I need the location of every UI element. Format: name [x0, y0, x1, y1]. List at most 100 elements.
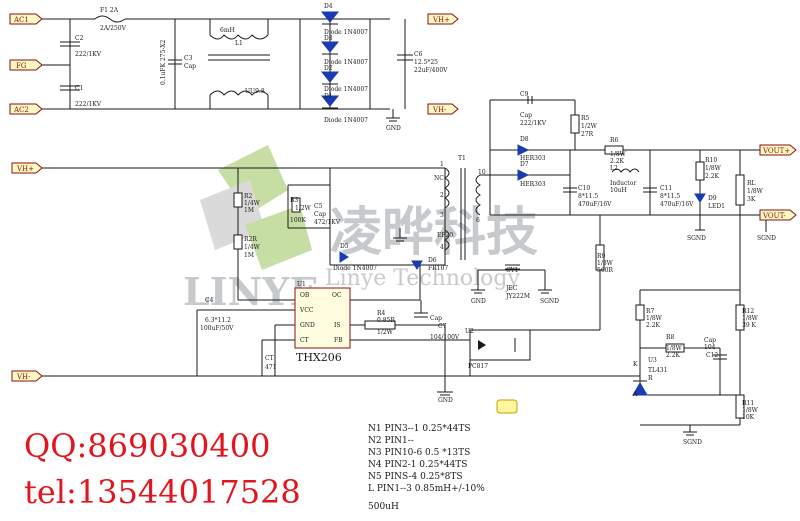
port-vh-plus-left: VH+ [11, 162, 43, 174]
label-r2-val1: 1/4W [244, 200, 261, 207]
label-u2-val: PC817 [468, 363, 488, 370]
winding-notes: N1 PIN3--1 0.25*44TS N2 PIN1-- N3 PIN10-… [368, 423, 485, 513]
label-t1-core: EF20 [437, 232, 453, 239]
label-r9-val1: 1/8W [597, 260, 614, 267]
label-c3: C3 [184, 55, 193, 62]
component-labels: F1 2A 2A/250V C2 222/1KV C1 222/1KV C3 C… [75, 3, 776, 446]
label-d1: D1 [324, 93, 333, 100]
bridge-rectifier [320, 11, 340, 109]
label-c11-val1: 8*11.5 [660, 193, 680, 200]
fuse-f1-symbol [94, 15, 126, 23]
label-d5-val: Diode 1N4007 [333, 265, 377, 272]
label-d7: D7 [520, 161, 529, 168]
input-wiring [40, 18, 413, 110]
label-u1-vcc: VCC [299, 307, 314, 314]
common-mode-choke-l1-symbol [208, 34, 270, 96]
label-pin6: 6 [476, 217, 480, 224]
optocoupler-u2-symbol [469, 329, 531, 361]
label-c1-val: 222/1KV [75, 101, 102, 108]
label-c6-val1: 12.5*25 [414, 59, 438, 66]
label-r4-val1: 0.85R [377, 317, 395, 324]
label-c3-val: Cap [184, 63, 196, 70]
label-r8-val1: 1/8W [666, 345, 683, 352]
svg-text:VH-: VH- [432, 106, 447, 114]
label-u1-ob: OB [300, 292, 310, 299]
label-r2: R2 [244, 193, 253, 200]
label-pin-k: K [633, 361, 638, 368]
label-r10: R10 [705, 157, 717, 164]
label-c2: C2 [75, 35, 84, 42]
winding-note: L PIN1--3 0.85mH+/-10% [368, 484, 485, 494]
label-r4-val2: 1/2W [377, 329, 394, 336]
label-gnd-bottom: GND [438, 397, 453, 404]
label-u1-is: IS [334, 322, 340, 329]
label-d8-val: HER303 [520, 155, 546, 162]
label-ct: CT [265, 355, 274, 362]
label-sgnd-1: SGND [687, 235, 706, 242]
winding-note: N3 PIN10-6 0.5 *13TS [368, 448, 471, 458]
label-c6: C6 [414, 51, 423, 58]
svg-text:VOUT+: VOUT+ [762, 147, 790, 155]
label-l2-val2: 10uH [610, 187, 627, 194]
label-d4-val: Diode 1N4007 [324, 29, 368, 36]
svg-text:VOUT-: VOUT- [762, 212, 786, 220]
label-r7-val1: 1/8W [646, 315, 663, 322]
svg-text:VH+: VH+ [432, 16, 450, 24]
label-gnd-sec: GND [471, 298, 486, 305]
label-d6-val: FR107 [428, 265, 448, 272]
label-pin10: 10 [478, 169, 486, 176]
label-r5: R5 [581, 115, 590, 122]
label-c7: C7 [438, 323, 447, 330]
port-ac1: AC1 [9, 13, 43, 25]
label-r12-val1: 1/8W [742, 315, 759, 322]
label-r2r: R2R [244, 236, 257, 243]
label-rl-val2: 3K [747, 196, 756, 203]
label-d3: D3 [324, 35, 333, 42]
label-u3: U3 [648, 357, 657, 364]
r4-c7-symbols [364, 300, 428, 330]
comment-icon [496, 399, 518, 414]
label-r2r-val2: 1M [244, 252, 254, 259]
label-u1-name: THX206 [296, 351, 342, 364]
svg-text:AC2: AC2 [13, 106, 29, 114]
label-c1: C1 [75, 85, 83, 92]
label-u1-oc: OC [332, 292, 342, 299]
label-r7: R7 [646, 308, 655, 315]
label-c9-val2: 222/1KV [520, 120, 547, 127]
label-r8-val2: 2.2K [666, 352, 681, 359]
port-vh-minus-left: VH- [11, 370, 43, 382]
label-r6: R6 [610, 137, 619, 144]
label-d8: D8 [520, 136, 529, 143]
label-r8: R8 [666, 334, 675, 341]
label-nc: NC [434, 175, 444, 182]
label-c9: C9 [520, 91, 529, 98]
winding-note: 500uH [368, 502, 399, 512]
label-d5: D5 [340, 243, 349, 250]
label-d9-val: LED1 [708, 203, 725, 210]
label-l1-core: UU9.8 [245, 88, 265, 95]
label-u1-gnd: GND [300, 322, 315, 329]
bulk-cap-ground [386, 109, 400, 122]
label-r9-val2: 560R [597, 267, 613, 274]
label-r11-val1: 1/8W [742, 407, 759, 414]
label-r5-val1: 1/2W [581, 123, 598, 130]
label-l2: L2 [610, 165, 618, 172]
label-u1: U1 [297, 281, 306, 288]
winding-note: N5 PINS-4 0.25*8TS [368, 472, 463, 482]
label-c12: C12 [706, 352, 718, 359]
label-c2-val: 222/1KV [75, 51, 102, 58]
label-r4: R4 [377, 310, 386, 317]
secondary-wiring [477, 99, 760, 432]
label-pin-r: R [648, 375, 653, 382]
winding-note: N2 PIN1-- [368, 436, 414, 446]
label-c7-val1: Cap [430, 315, 442, 322]
primary-wiring [40, 167, 590, 396]
label-l1: L1 [235, 40, 243, 47]
label-r7-val2: 2.2K [646, 322, 661, 329]
port-vh-minus-top: VH- [427, 103, 459, 115]
label-sgnd-3: SGND [540, 298, 559, 305]
port-ac2: AC2 [9, 103, 43, 115]
label-d7-val: HER303 [520, 181, 546, 188]
label-d3-val: Diode 1N4007 [324, 59, 368, 66]
